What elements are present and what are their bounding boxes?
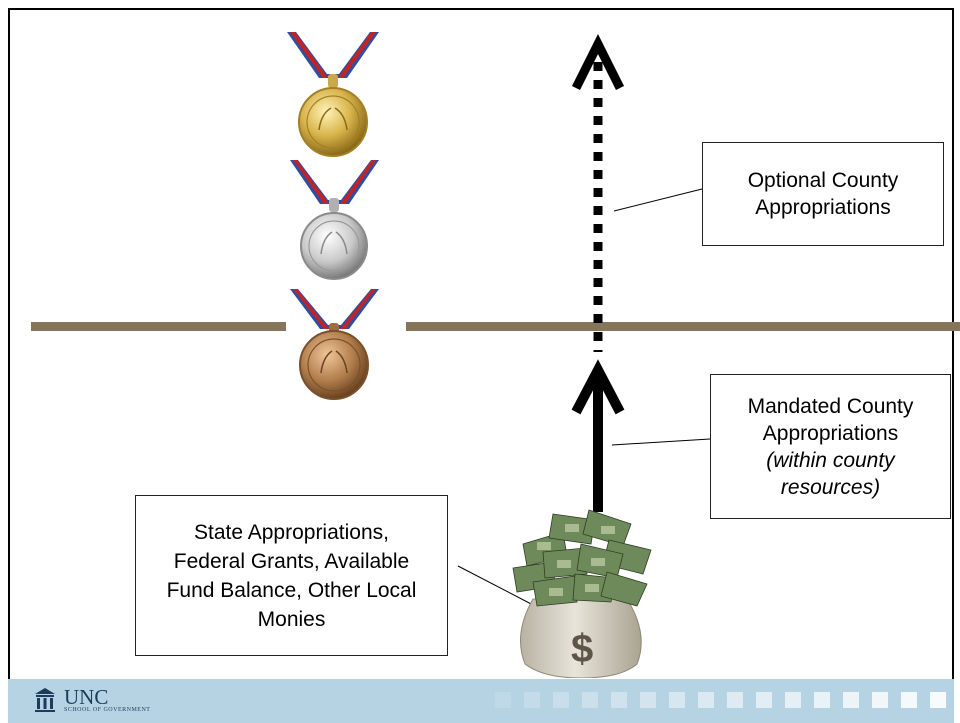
unc-logo: UNC SCHOOL OF GOVERNMENT [34, 687, 150, 713]
footer-square [524, 692, 540, 708]
footer-square [698, 692, 714, 708]
footer-square [640, 692, 656, 708]
footer-square [930, 692, 946, 708]
optional-line-2: Appropriations [755, 196, 891, 219]
logo-name: UNC [64, 685, 109, 709]
mandated-italic-line-1: (within county [766, 448, 895, 472]
slide-frame [8, 8, 954, 720]
state-line-3: Fund Balance, Other Local [166, 578, 417, 602]
mandated-line-1: Mandated County [747, 394, 914, 418]
footer-square [843, 692, 859, 708]
logo-subtitle: SCHOOL OF GOVERNMENT [64, 707, 151, 713]
money-bag-symbol: $ [571, 627, 593, 671]
unc-building-icon [35, 688, 55, 712]
footer-square [872, 692, 888, 708]
mandated-italic-line-2: resources) [780, 475, 881, 499]
optional-callout-line [613, 188, 703, 212]
state-line-2: Federal Grants, Available [173, 549, 410, 573]
footer-square [669, 692, 685, 708]
state-callout-line [457, 565, 536, 607]
silver-medal-icon [290, 160, 379, 280]
footer-square [785, 692, 801, 708]
footer-square [727, 692, 743, 708]
gold-medal-icon [287, 32, 379, 157]
footer-square [495, 692, 511, 708]
footer-bar: UNC SCHOOL OF GOVERNMENT [8, 679, 954, 723]
mandated-appropriations-box: Mandated County Appropriations (within c… [710, 374, 951, 519]
optional-appropriations-box: Optional County Appropriations [702, 142, 944, 246]
mandated-callout-line [611, 438, 711, 446]
footer-square [814, 692, 830, 708]
footer-square [756, 692, 772, 708]
mandated-arrow [571, 359, 625, 512]
divider-left [31, 322, 286, 331]
bronze-medal-icon [290, 289, 379, 400]
state-line-4: Monies [257, 607, 326, 631]
money-bag-icon: $ [512, 509, 652, 678]
state-appropriations-box: State Appropriations, Federal Grants, Av… [135, 495, 448, 656]
optional-arrow [571, 33, 625, 352]
footer-square [611, 692, 627, 708]
footer-square [553, 692, 569, 708]
footer-square [901, 692, 917, 708]
divider-right [406, 322, 960, 331]
optional-line-1: Optional County [747, 169, 899, 192]
mandated-line-2: Appropriations [762, 421, 899, 445]
footer-decoration [495, 692, 946, 708]
state-line-1: State Appropriations, [194, 520, 389, 544]
footer-square [582, 692, 598, 708]
